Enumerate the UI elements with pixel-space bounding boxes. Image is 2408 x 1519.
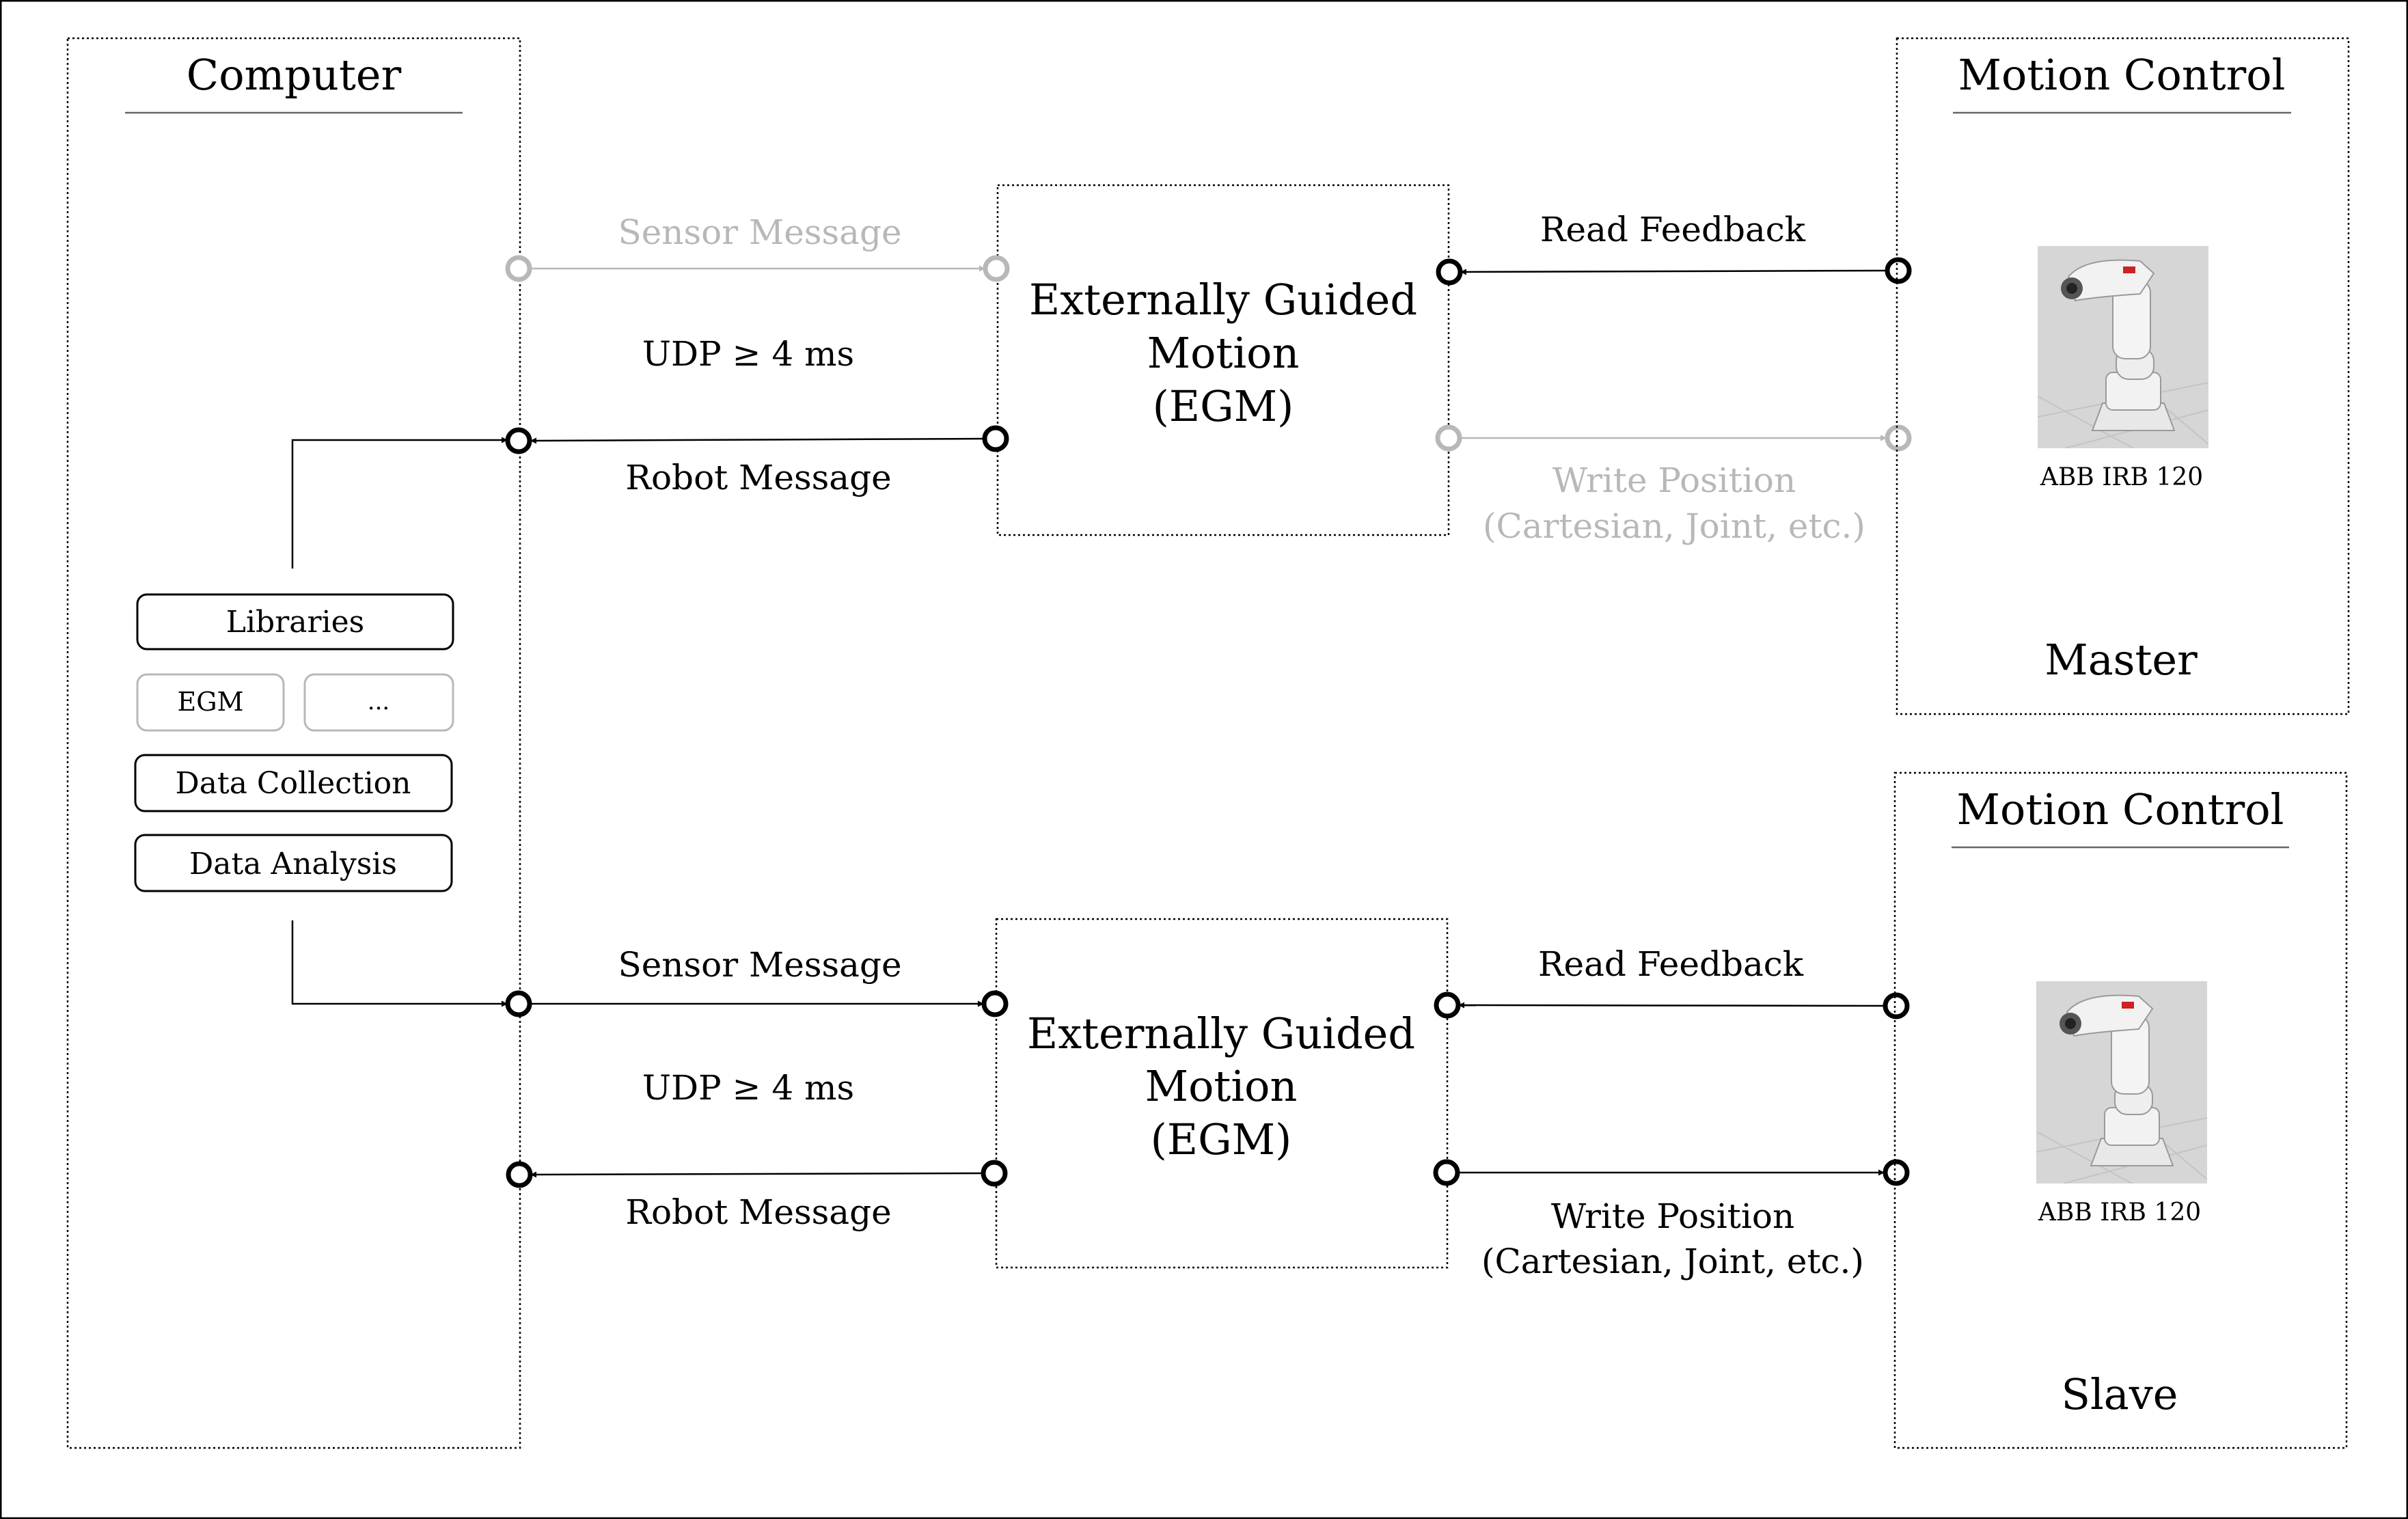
master-udp-label: UDP ≥ 4 ms — [642, 334, 854, 374]
computer-title: Computer — [187, 50, 402, 100]
egm-library-box[interactable] — [136, 673, 285, 732]
master-feedback-port-out — [1885, 257, 1912, 284]
slave-write-port-in — [1883, 1159, 1910, 1186]
master-motion-control-title: Motion Control — [1958, 50, 2286, 100]
master-egm-title-line2: Motion — [1147, 328, 1300, 378]
slave-sensor-label: Sensor Message — [618, 945, 901, 985]
master-robot-port-in — [505, 427, 532, 454]
slave-write-port-out — [1433, 1159, 1460, 1186]
slave-feedback-port-in — [1434, 991, 1461, 1019]
slave-sensor-port-out — [505, 990, 532, 1017]
egm-library-label: EGM — [177, 687, 243, 717]
master-motion-control-border — [1896, 37, 2350, 715]
slave-motion-control-border — [1893, 771, 2348, 1449]
more-libraries-label: ... — [368, 688, 389, 715]
slave-egm-title-line3: (EGM) — [1151, 1114, 1292, 1164]
master-robot-label: ABB IRB 120 — [2040, 463, 2203, 491]
master-role-label: Master — [2044, 635, 2198, 685]
slave-write-label: Write Position — [1551, 1196, 1794, 1236]
master-egm-box — [996, 184, 1450, 536]
master-sensor-label: Sensor Message — [618, 213, 901, 252]
master-write-label: Write Position — [1552, 461, 1796, 500]
computer-panel: Computer Libraries EGM ... Data Collecti… — [66, 37, 521, 1449]
master-write-port-in — [1885, 424, 1912, 452]
slave-udp-label: UDP ≥ 4 ms — [642, 1068, 854, 1108]
data-collection-label: Data Collection — [176, 766, 411, 801]
slave-egm-title-line1: Externally Guided — [1027, 1009, 1415, 1058]
master-robot-arrow — [530, 437, 986, 444]
master-sensor-port-in — [983, 255, 1010, 282]
slave-robot-label: Robot Message — [625, 1192, 891, 1232]
master-egm-title-line1: Externally Guided — [1029, 275, 1417, 325]
master-receive-connector — [291, 437, 508, 569]
slave-sensor-port-in — [981, 990, 1009, 1017]
more-libraries-box[interactable] — [303, 673, 454, 732]
data-analysis-box[interactable] — [134, 834, 453, 892]
slave-feedback-label: Read Feedback — [1538, 944, 1804, 984]
slave-egm-box — [995, 918, 1449, 1269]
computer-panel-border — [66, 37, 521, 1449]
slave-robot-image — [2036, 981, 2207, 1183]
slave-robot-label: ABB IRB 120 — [2038, 1199, 2201, 1227]
master-egm-link: Externally Guided Motion (EGM) Sensor Me… — [505, 184, 1912, 546]
slave-feedback-arrow — [1458, 1002, 1885, 1009]
master-sensor-port-out — [505, 255, 532, 282]
slave-robot-arrow — [530, 1171, 984, 1178]
slave-motion-control-panel: Motion Control ABB IRB 120 Slave — [1893, 771, 2348, 1449]
master-egm-title-line3: (EGM) — [1153, 381, 1294, 431]
libraries-label: Libraries — [226, 605, 364, 640]
master-feedback-arrow — [1460, 269, 1887, 275]
master-robot-port-out — [982, 425, 1009, 452]
slave-write-detail: (Cartesian, Joint, etc.) — [1481, 1242, 1864, 1281]
data-collection-box[interactable] — [134, 754, 453, 812]
master-feedback-port-in — [1436, 258, 1463, 286]
slave-egm-link: Externally Guided Motion (EGM) Sensor Me… — [505, 918, 1910, 1281]
slave-send-connector — [291, 920, 508, 1007]
master-robot-image — [2038, 246, 2208, 448]
slave-feedback-port-out — [1883, 992, 1910, 1019]
data-analysis-label: Data Analysis — [189, 847, 397, 881]
slave-robot-port-in — [506, 1161, 533, 1188]
master-write-detail: (Cartesian, Joint, etc.) — [1483, 506, 1865, 546]
slave-role-label: Slave — [2062, 1369, 2178, 1419]
slave-robot-port-out — [981, 1160, 1008, 1187]
libraries-box[interactable] — [136, 593, 454, 651]
slave-egm-title-line2: Motion — [1145, 1061, 1298, 1111]
master-write-port-out — [1435, 424, 1462, 452]
master-feedback-label: Read Feedback — [1540, 210, 1806, 249]
slave-motion-control-title: Motion Control — [1957, 784, 2284, 834]
master-robot-label: Robot Message — [625, 458, 891, 497]
master-motion-control-panel: Motion Control ABB IRB 120 Master — [1896, 37, 2350, 715]
